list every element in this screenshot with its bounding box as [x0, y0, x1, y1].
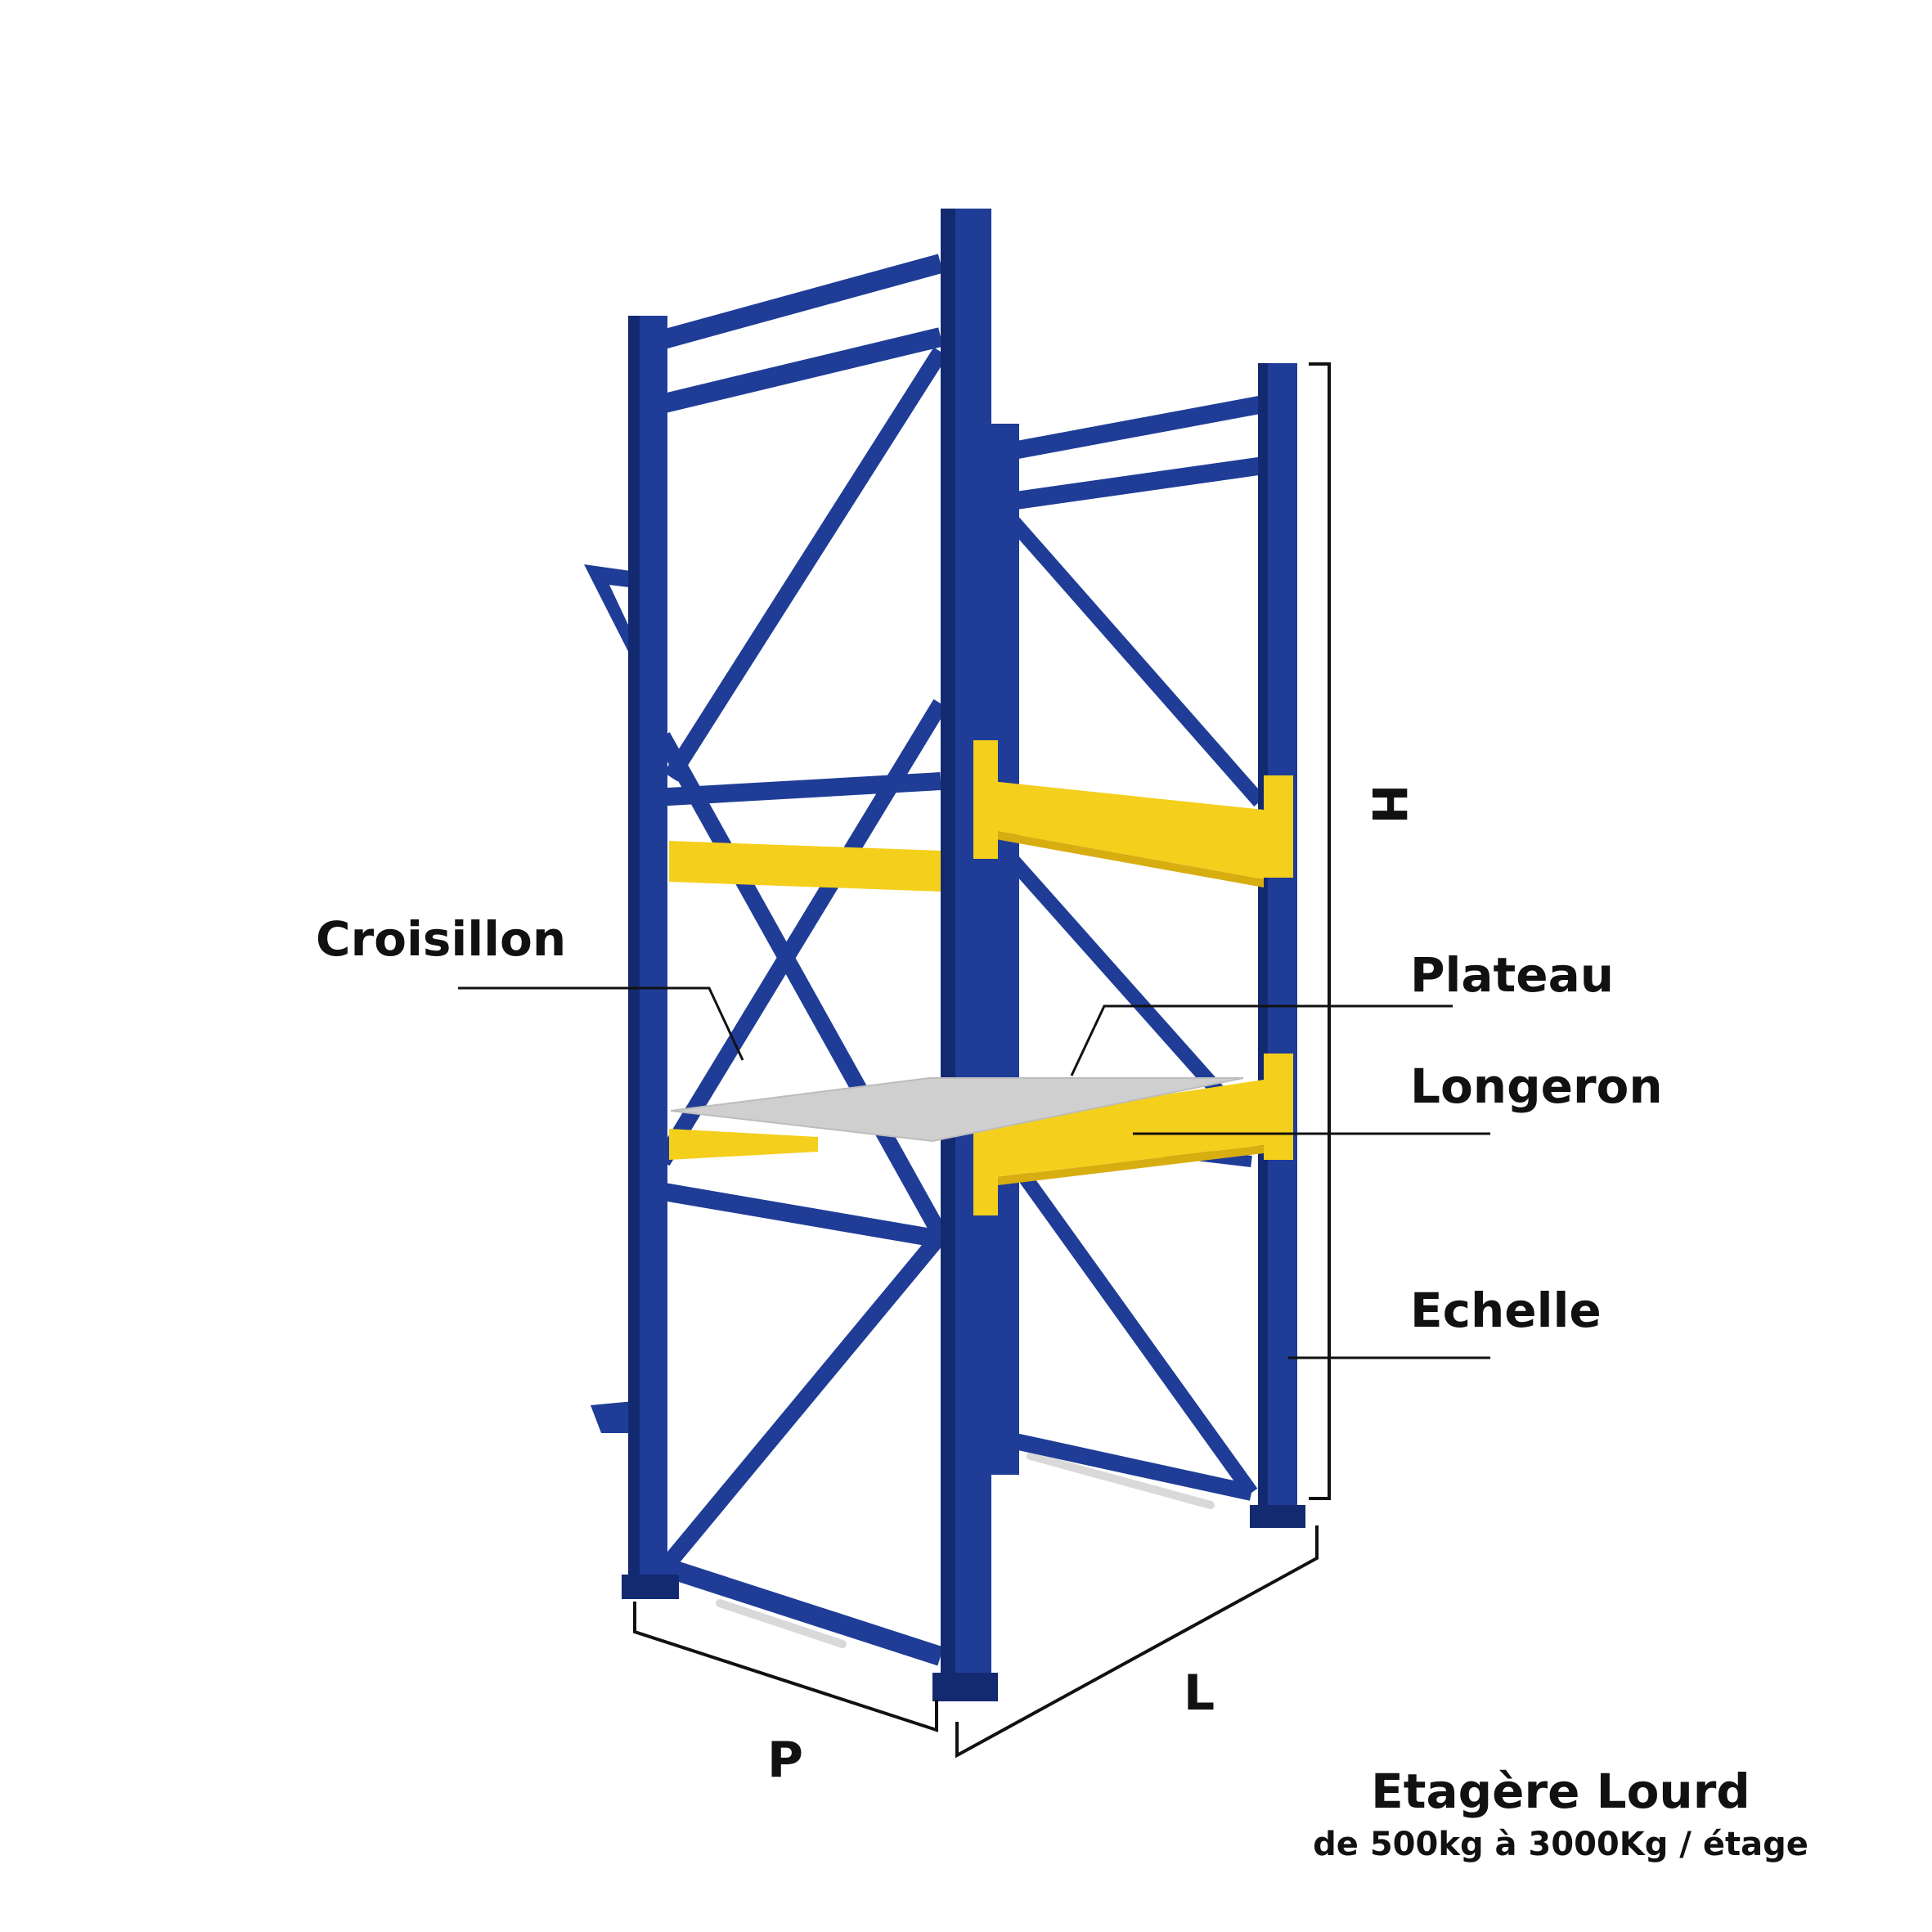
front-mid-rail-1 [654, 772, 941, 806]
longeron-upper-front [669, 841, 941, 892]
longeron-lower-front [669, 1129, 818, 1160]
echelle-back [990, 363, 1305, 1528]
length-label: L [1184, 1665, 1215, 1722]
front-top-rail-1 [651, 254, 944, 352]
back-foot [1250, 1505, 1305, 1528]
longeron-upper-side-edge [991, 830, 1264, 887]
length-dimension-line [955, 1525, 1319, 1759]
front-brace-4 [656, 1229, 947, 1576]
longeron-upper-bracket-right [1264, 775, 1293, 878]
front-foot-left [622, 1575, 679, 1599]
echelle-label: Echelle [1410, 1283, 1602, 1338]
front-mid-rail-2 [653, 1181, 942, 1248]
back-brace-3 [1001, 1148, 1258, 1498]
rack-illustration [584, 209, 1305, 1701]
plateau-label: Plateau [1410, 947, 1614, 1003]
longeron-lower-side-edge [991, 1145, 1264, 1186]
height-dimension-line [1309, 362, 1331, 1500]
back-top-rail-1 [1002, 395, 1266, 461]
back-top-rail-2 [1003, 456, 1265, 511]
floor-shadow-back [1027, 1452, 1215, 1509]
front-foot-right [932, 1673, 998, 1701]
longeron-upper-side [991, 781, 1264, 879]
back-upright-left [990, 424, 1019, 1475]
longeron-lower-bracket-right [1264, 1054, 1293, 1160]
front-top-rail-2 [652, 327, 943, 416]
plateau-leader [1070, 1004, 1453, 1076]
front-upright-left-shade [628, 316, 640, 1588]
longeron-label: Longeron [1410, 1058, 1663, 1114]
dimension-lines [633, 362, 1331, 1759]
croisillon-leader [458, 986, 744, 1061]
back-upright-right-shade [1258, 363, 1268, 1521]
longerons [669, 740, 1293, 1215]
front-brace-1 [663, 347, 948, 782]
depth-dimension-line [633, 1602, 938, 1732]
callout-lines [458, 986, 1490, 1359]
front-side-bracket [584, 564, 642, 679]
back-bottom-rail [1005, 1431, 1254, 1501]
depth-label: P [767, 1732, 803, 1789]
height-label: H [1361, 784, 1417, 824]
caption-title: Etagère Lourd [1371, 1764, 1750, 1819]
back-brace-1 [1002, 510, 1265, 806]
front-brace-2 [655, 732, 948, 1239]
echelle-front [584, 209, 998, 1701]
floor-shadow-front [716, 1599, 847, 1648]
front-upright-right-shade [941, 209, 955, 1685]
front-bottom-rail [659, 1557, 944, 1666]
longeron-upper-bracket-left [973, 740, 998, 859]
caption-subtitle: de 500kg à 3000Kg / étage [1313, 1826, 1808, 1863]
croisillon-label: Croisillon [316, 911, 566, 967]
plateau-deck [670, 1077, 1244, 1143]
